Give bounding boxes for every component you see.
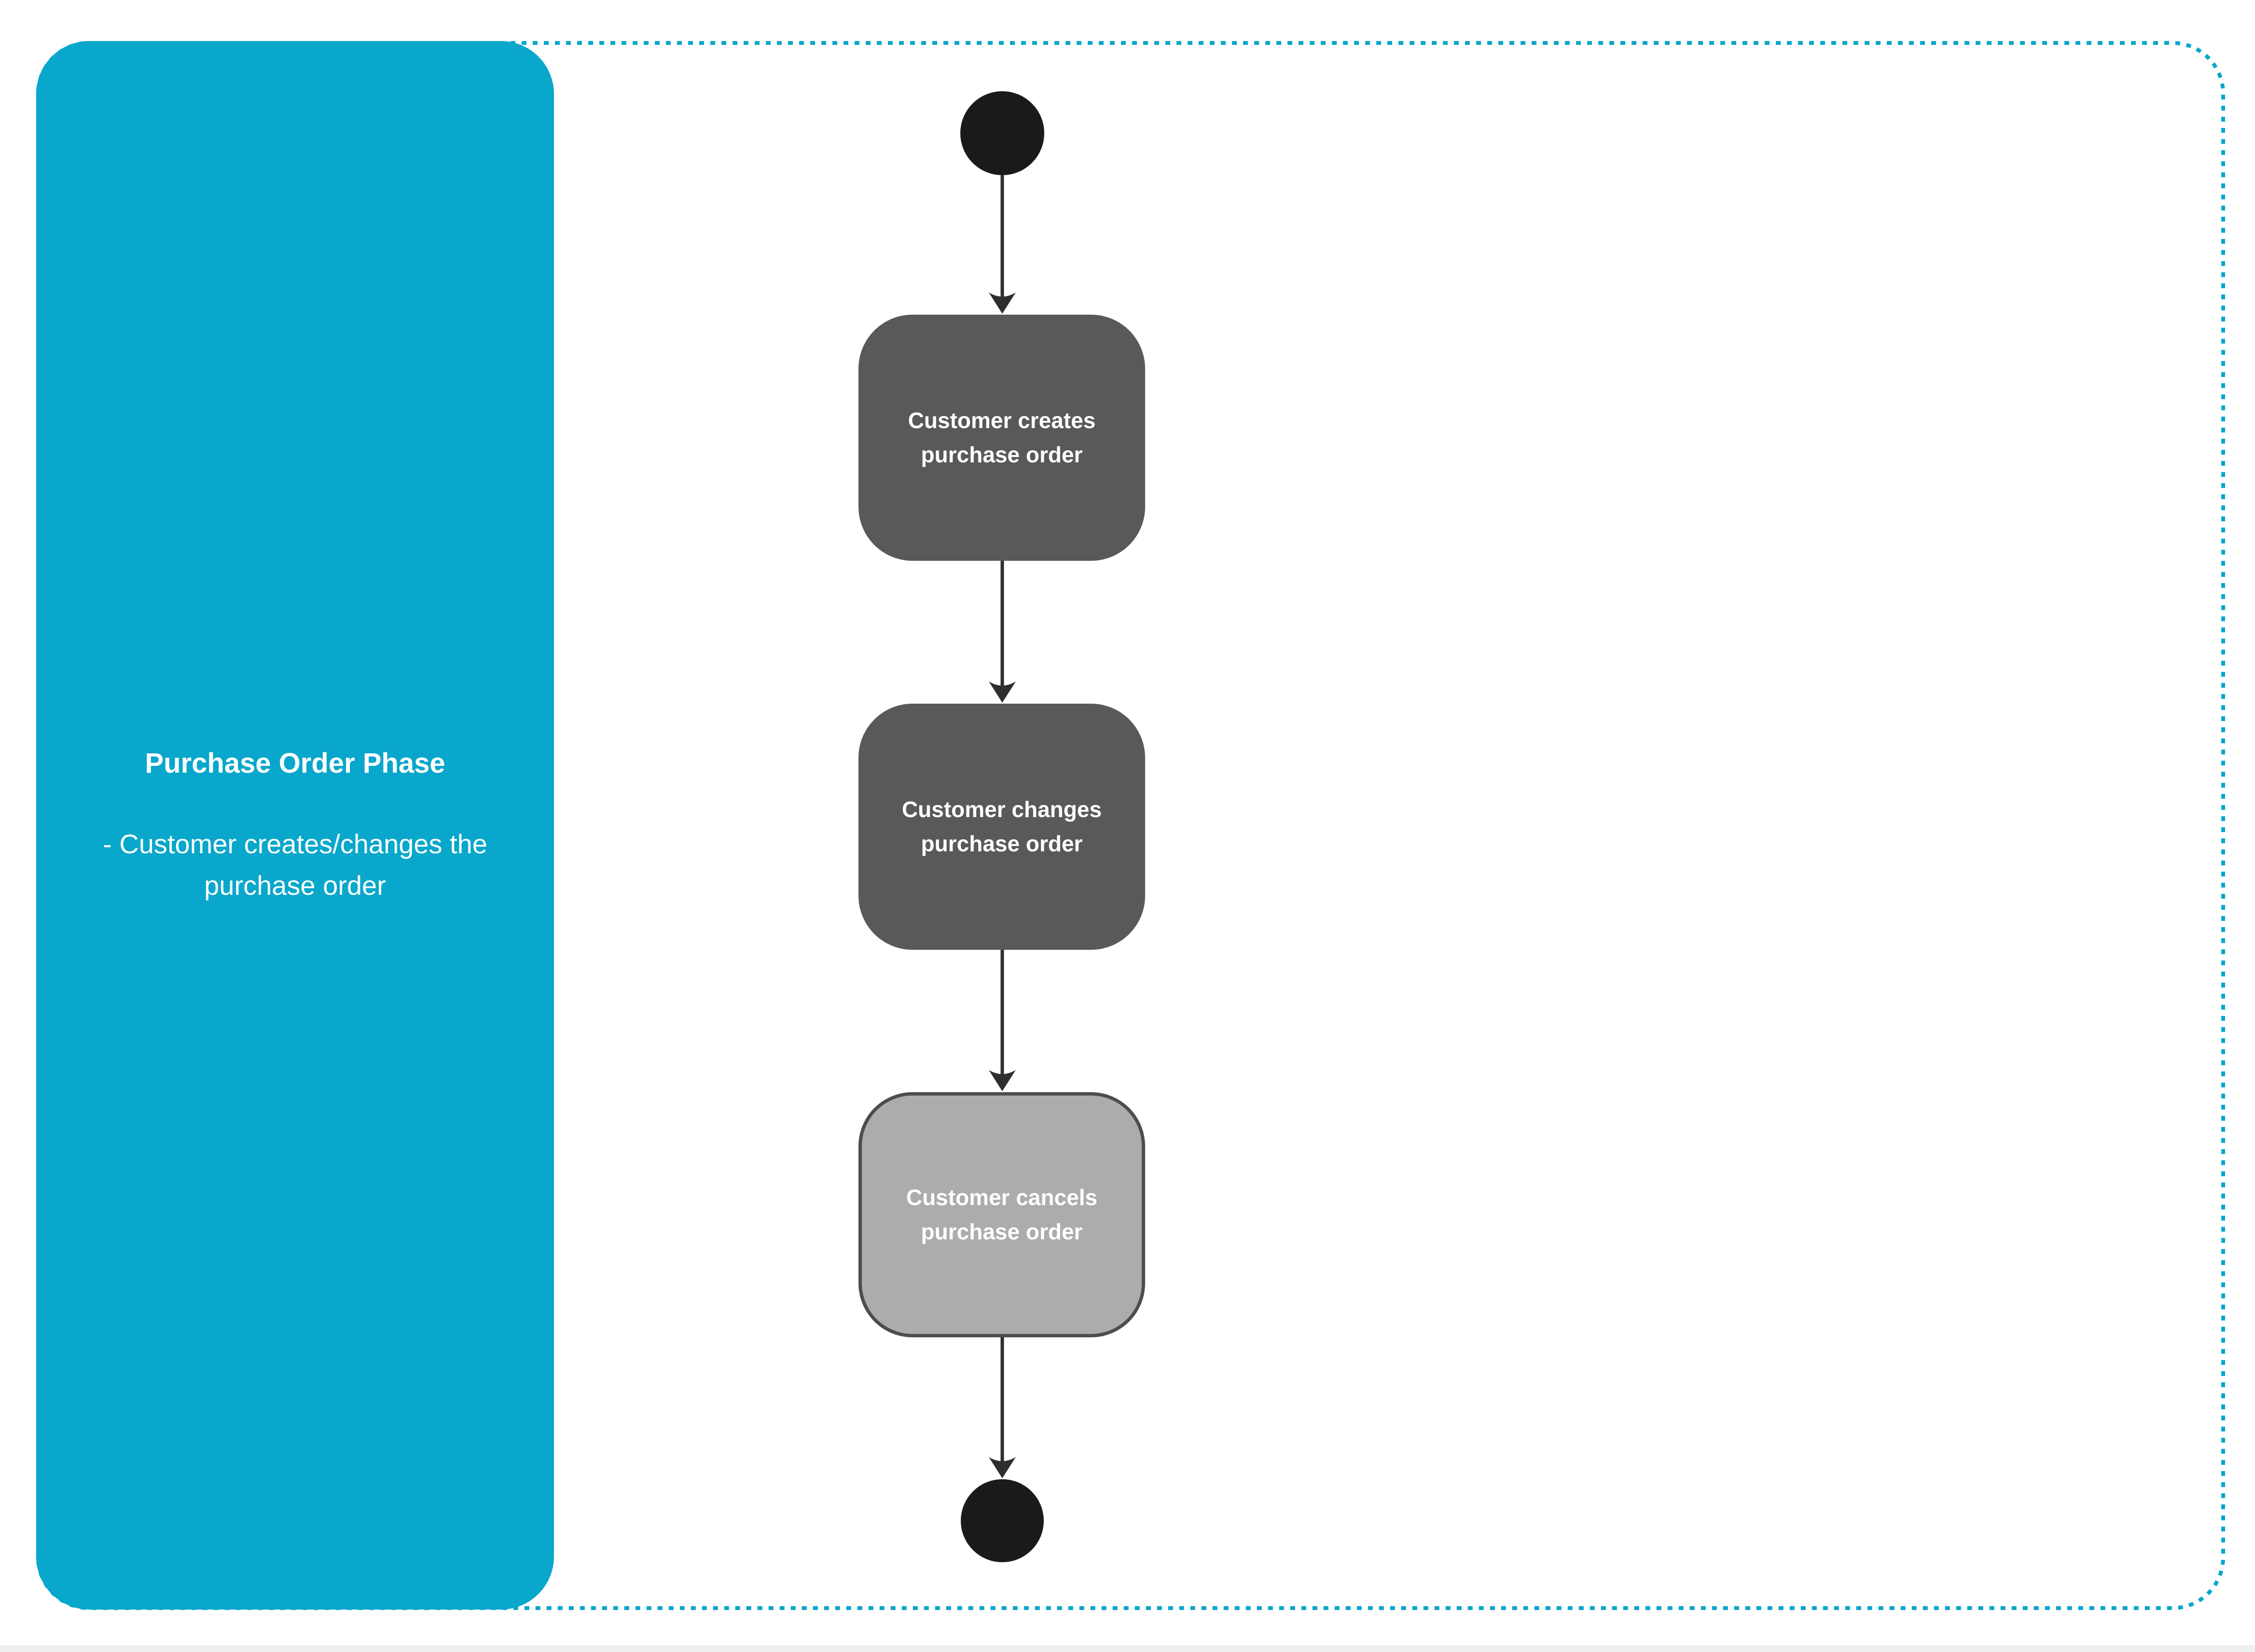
initial-node <box>960 91 1044 175</box>
activity-label: Customer changes purchase order <box>901 797 1102 856</box>
swimlane-label-panel: Purchase Order Phase - Customer creates/… <box>36 41 554 1610</box>
flow-edge-activity-3-to-end <box>989 1337 1016 1478</box>
activity-label: Customer cancels purchase order <box>906 1185 1098 1244</box>
flow-edge-activity-2-to-activity-3 <box>989 950 1016 1091</box>
activity-node-customer-changes: Customer changes purchase order <box>858 704 1145 950</box>
swimlane-description: - Customer creates/changes the purchase … <box>103 829 487 901</box>
activity-label: Customer creates purchase order <box>908 408 1096 467</box>
activity-node-customer-creates: Customer creates purchase order <box>858 315 1145 561</box>
arrowhead-icon <box>989 292 1016 314</box>
arrowhead-icon <box>989 1457 1016 1478</box>
flow-edge-start-to-activity-1 <box>989 175 1016 314</box>
activity-node-customer-cancels: Customer cancels purchase order <box>858 1092 1145 1337</box>
arrowhead-icon <box>989 1070 1016 1091</box>
swimlane-title: Purchase Order Phase <box>145 748 445 779</box>
flow-edge-activity-1-to-activity-2 <box>989 561 1016 703</box>
final-node <box>961 1479 1044 1562</box>
bottom-edge-strip <box>0 1645 2255 1652</box>
arrowhead-icon <box>989 681 1016 703</box>
